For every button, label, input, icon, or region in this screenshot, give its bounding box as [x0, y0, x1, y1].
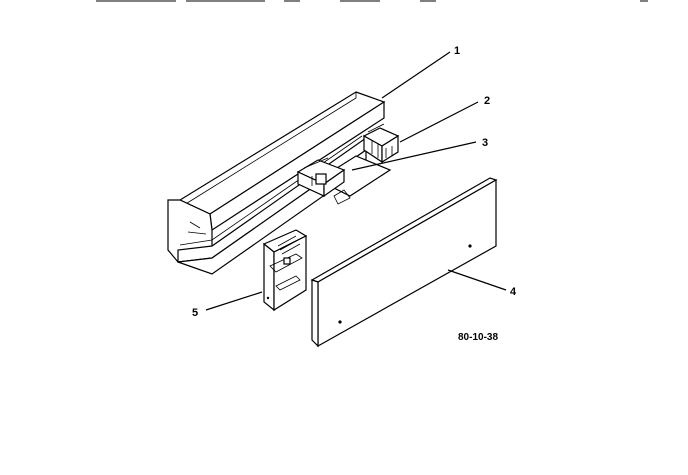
callout-2: 2 [484, 95, 490, 107]
callout-4: 4 [510, 286, 517, 298]
part-1-channel-housing [167, 91, 386, 275]
leader-3 [351, 141, 477, 171]
callout-3: 3 [482, 137, 488, 149]
leader-lines [205, 51, 507, 311]
part-5-control-board [262, 229, 308, 312]
leader-2 [399, 101, 479, 143]
leader-4 [447, 269, 507, 291]
figure-code: 80-10-38 [458, 332, 498, 343]
callout-5: 5 [192, 307, 198, 319]
part-4-cover-panel [310, 177, 498, 348]
callout-1: 1 [454, 45, 460, 57]
leader-5 [205, 291, 263, 311]
leader-1 [381, 51, 451, 99]
part-2-terminal-block [362, 123, 400, 164]
